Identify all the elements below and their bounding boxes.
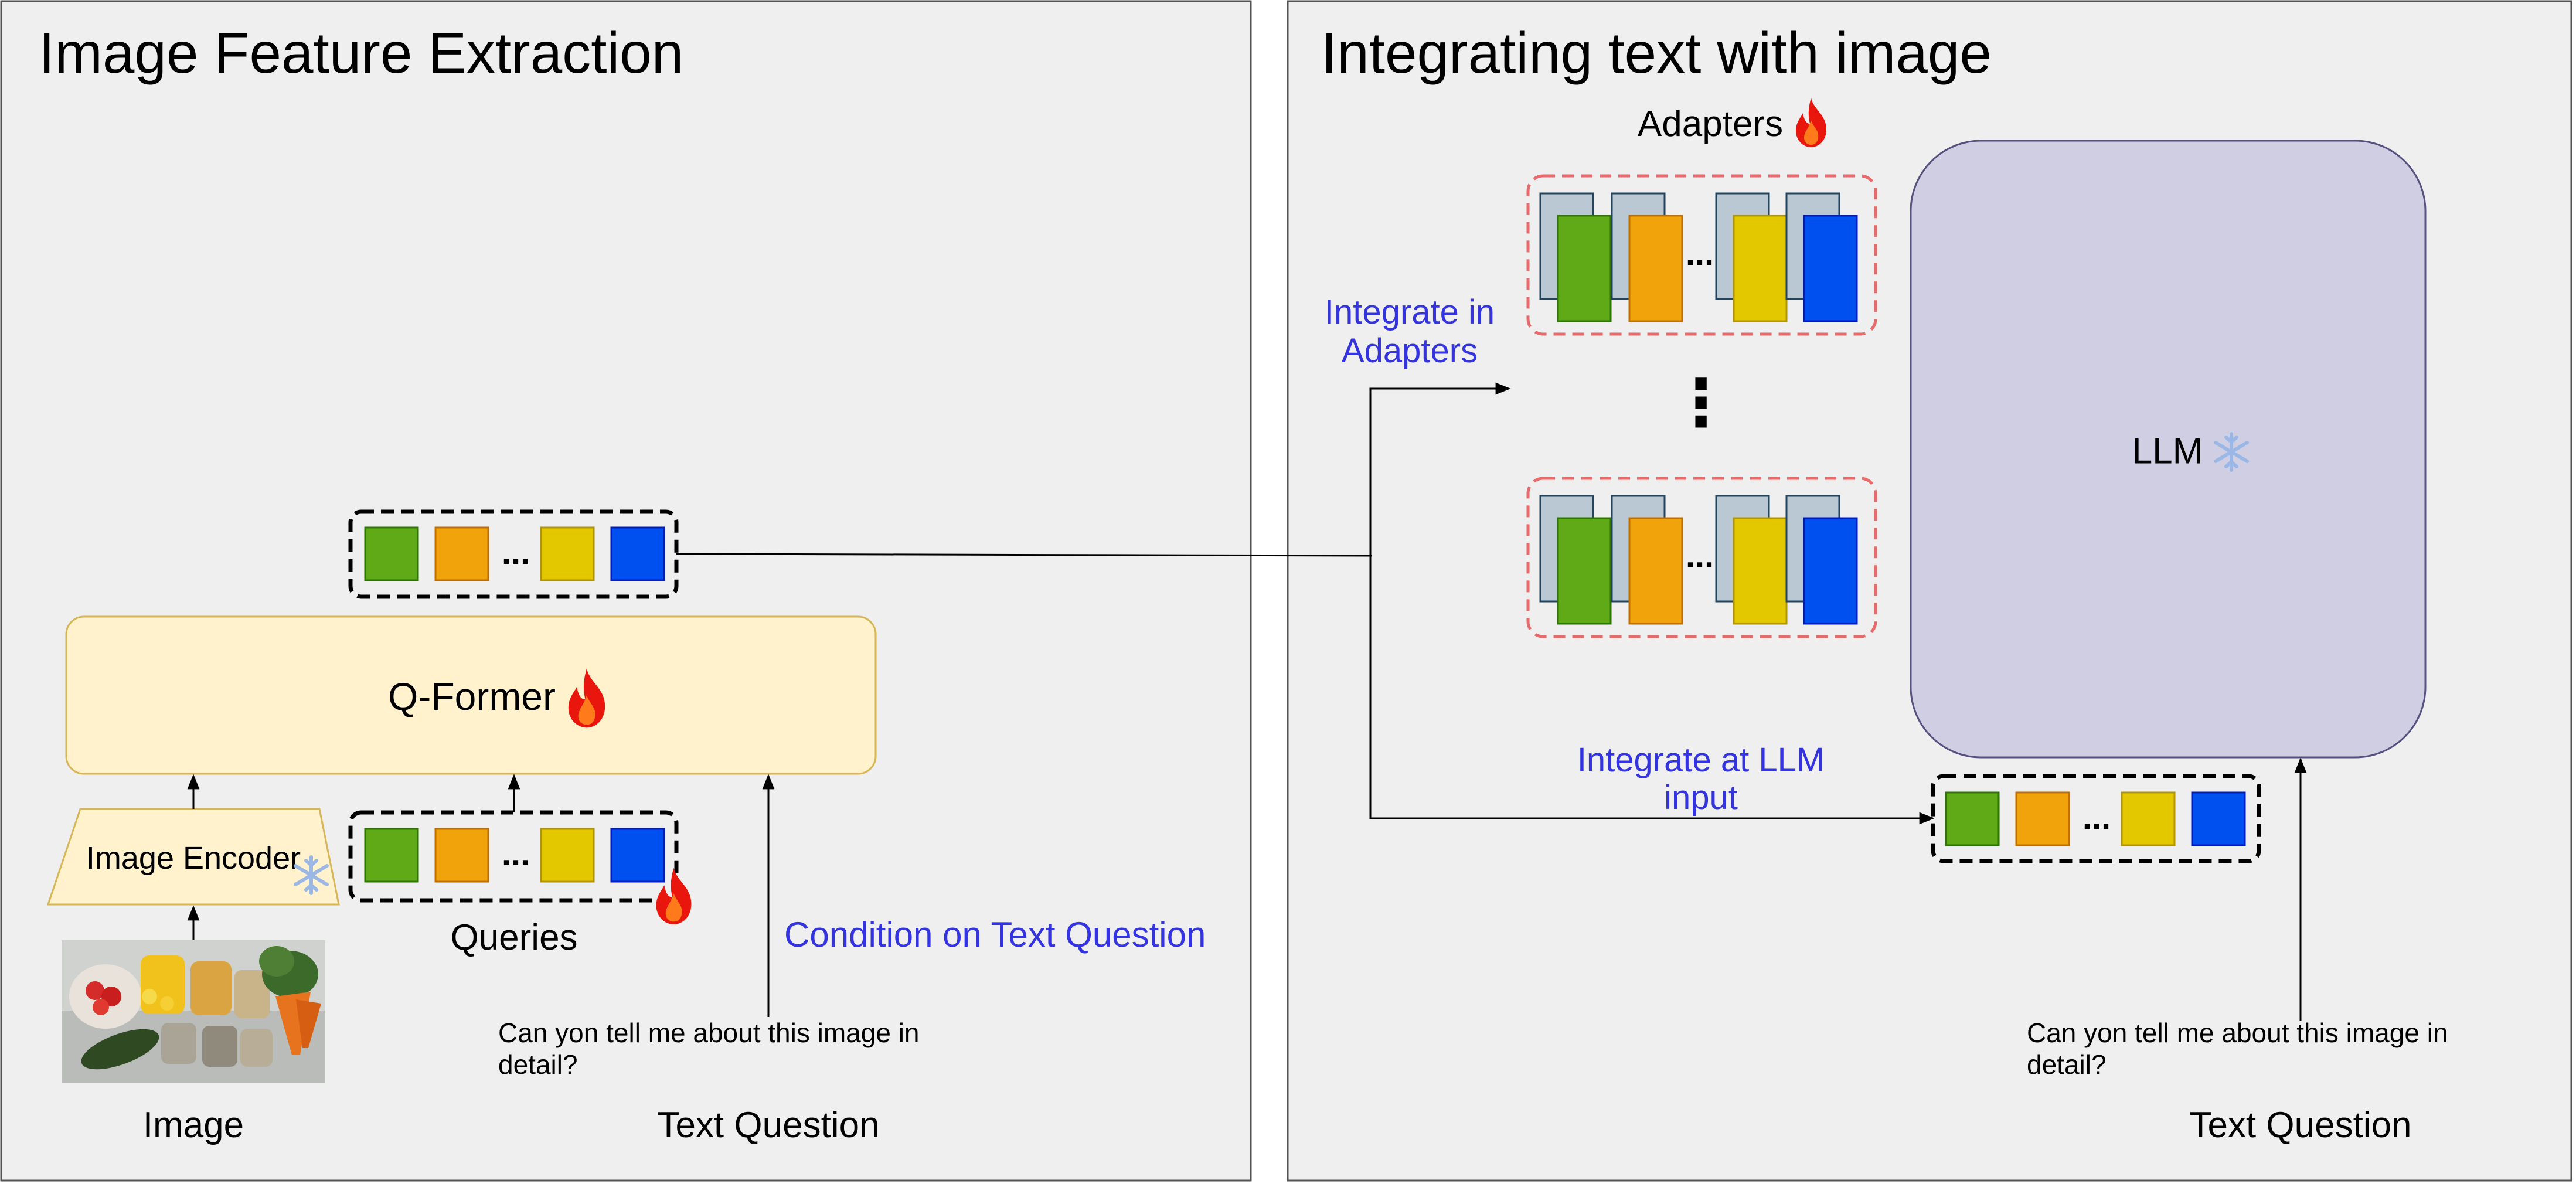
adapters-label: Adapters (1638, 104, 1783, 144)
adapter-bottom-ellipsis: ... (1686, 537, 1714, 575)
adapter-group-top: ... (1526, 174, 1877, 336)
integrate-llm-line1: Integrate at LLM (1577, 741, 1825, 779)
llm-token-blue (2191, 791, 2246, 846)
output-token-yellow (540, 526, 595, 581)
llm-token-yellow (2121, 791, 2176, 846)
image-label: Image (143, 1105, 244, 1145)
qformer-label: Q-Former (388, 675, 556, 718)
output-token-orange (434, 526, 489, 581)
output-token-blue (610, 526, 665, 581)
output-queries-group (348, 509, 679, 599)
adapter-top-ellipsis: ... (1686, 234, 1714, 273)
integrate-adapters-line1: Integrate in (1325, 293, 1495, 331)
right-question-line1: Can yon tell me about this image in (2027, 1018, 2448, 1048)
output-token-ellipsis: ... (502, 533, 530, 572)
condition-label: Condition on Text Question (784, 915, 1206, 954)
right-panel-title: Integrating text with image (1321, 21, 1992, 85)
output-token-green (364, 526, 419, 581)
arrow-to-adapters (1369, 382, 1511, 818)
left-text-question-label: Text Question (657, 1105, 879, 1145)
adapter-group-bottom: ... (1526, 477, 1877, 638)
adapter-vertical-ellipsis: ⋮ (1669, 367, 1733, 439)
left-question-line2: detail? (498, 1049, 578, 1080)
query-token-yellow (540, 828, 595, 883)
left-panel-title: Image Feature Extraction (39, 21, 683, 85)
llm-box (1910, 140, 2427, 759)
query-token-blue (610, 828, 665, 883)
qformer-box (65, 615, 877, 775)
llm-input-group (1931, 774, 2261, 863)
input-image (62, 940, 325, 1083)
llm-token-ellipsis: ... (2082, 798, 2111, 836)
query-token-ellipsis: ... (502, 835, 530, 873)
image-encoder-label: Image Encoder (86, 841, 301, 876)
left-question-line1: Can yon tell me about this image in (498, 1018, 920, 1048)
image-encoder-shape (46, 808, 340, 906)
query-token-green (364, 828, 419, 883)
integrate-adapters-line2: Adapters (1342, 332, 1478, 370)
query-token-orange (434, 828, 489, 883)
llm-label: LLM (2132, 431, 2203, 472)
right-question-line2: detail? (2027, 1049, 2107, 1080)
connector-qformer-output (676, 553, 1372, 557)
arrow-to-llm-input (1369, 812, 1935, 825)
queries-label: Queries (450, 917, 577, 958)
right-text-question-label: Text Question (2189, 1105, 2411, 1145)
llm-token-green (1945, 791, 2000, 846)
llm-token-orange (2015, 791, 2070, 846)
integrate-llm-line2: input (1664, 778, 1738, 817)
